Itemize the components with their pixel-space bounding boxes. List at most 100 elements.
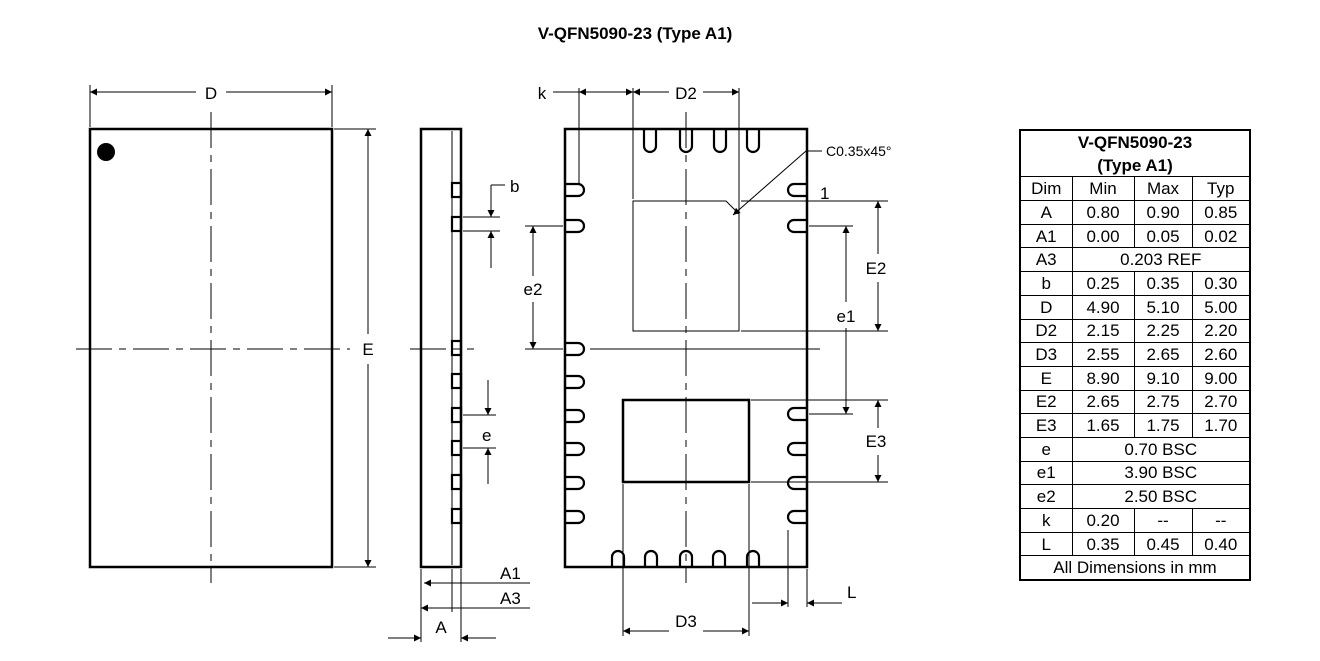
cell-dim: E [1019, 365, 1073, 391]
cell-span-value: 0.203 REF [1071, 247, 1251, 273]
dim-label-D2: D2 [675, 84, 697, 103]
cell-dim: A3 [1019, 247, 1073, 273]
cell-min: 2.15 [1071, 318, 1135, 344]
cell-typ: 0.40 [1191, 531, 1251, 557]
cell-min: 0.35 [1071, 531, 1135, 557]
table-title: V-QFN5090-23 [1019, 129, 1251, 154]
dim-label-D3: D3 [675, 612, 697, 631]
dim-label-D: D [205, 84, 217, 103]
cell-max: 9.10 [1133, 365, 1193, 391]
cell-min: 2.55 [1071, 342, 1135, 367]
cell-max: 0.90 [1133, 200, 1193, 225]
dim-label-e: e [482, 426, 491, 445]
dim-label-E: E [362, 340, 373, 359]
dim-label-k: k [538, 84, 547, 103]
bottom-view-pins [565, 129, 807, 567]
top-view: D E [76, 84, 376, 583]
cell-min: 0.20 [1071, 508, 1135, 533]
cell-typ: 2.70 [1191, 389, 1251, 415]
side-view: b e A1 A3 A [388, 127, 530, 642]
cell-span-value: 2.50 BSC [1071, 484, 1251, 509]
header-max: Max [1133, 176, 1193, 202]
cell-dim: E2 [1019, 389, 1073, 415]
cell-min: 4.90 [1071, 294, 1135, 320]
cell-min: 0.80 [1071, 200, 1135, 225]
dim-label-e1: e1 [837, 307, 856, 326]
cell-min: 0.25 [1071, 271, 1135, 296]
cell-dim: E3 [1019, 413, 1073, 438]
cell-typ: -- [1191, 508, 1251, 533]
cell-max: 0.05 [1133, 223, 1193, 249]
cell-typ: 0.02 [1191, 223, 1251, 249]
cell-max: 5.10 [1133, 294, 1193, 320]
side-view-body [419, 127, 463, 569]
cell-dim: A [1019, 200, 1073, 225]
header-typ: Typ [1191, 176, 1251, 202]
cell-dim: L [1019, 531, 1073, 557]
cell-typ: 2.20 [1191, 318, 1251, 344]
cell-dim: e [1019, 436, 1073, 462]
pin1-label: 1 [820, 184, 829, 203]
dim-label-b: b [510, 177, 519, 196]
cell-dim: D2 [1019, 318, 1073, 344]
cell-dim: k [1019, 508, 1073, 533]
cell-min: 0.00 [1071, 223, 1135, 249]
cell-min: 1.65 [1071, 413, 1135, 438]
cell-span-value: 3.90 BSC [1071, 460, 1251, 486]
cell-dim: e1 [1019, 460, 1073, 486]
dim-label-E3: E3 [866, 432, 887, 451]
cell-max: -- [1133, 508, 1193, 533]
cell-typ: 1.70 [1191, 413, 1251, 438]
chamfer-callout: C0.35x45° [826, 143, 892, 159]
dim-label-E2: E2 [866, 259, 887, 278]
table-footer: All Dimensions in mm [1019, 555, 1251, 581]
header-min: Min [1071, 176, 1135, 202]
cell-dim: D [1019, 294, 1073, 320]
cell-dim: D3 [1019, 342, 1073, 367]
cell-span-value: 0.70 BSC [1071, 436, 1251, 462]
cell-max: 0.35 [1133, 271, 1193, 296]
cell-typ: 2.60 [1191, 342, 1251, 367]
cell-typ: 5.00 [1191, 294, 1251, 320]
exposed-pad-e2 [632, 200, 740, 332]
cell-typ: 9.00 [1191, 365, 1251, 391]
dim-label-A3: A3 [500, 589, 521, 608]
header-dim: Dim [1019, 176, 1073, 202]
drawing-title: V-QFN5090-23 (Type A1) [537, 24, 733, 43]
table-subtitle: (Type A1) [1019, 153, 1251, 178]
dim-label-L: L [847, 583, 856, 602]
cell-max: 1.75 [1133, 413, 1193, 438]
pin1-dot-marker [97, 143, 115, 161]
cell-max: 2.75 [1133, 389, 1193, 415]
cell-typ: 0.85 [1191, 200, 1251, 225]
table-header-row: Dim Min Max Typ [1019, 176, 1251, 202]
dimension-table: V-QFN5090-23 (Type A1) Dim Min Max Typ A… [1019, 129, 1251, 582]
dim-label-e2: e2 [524, 280, 543, 299]
dim-label-A1: A1 [500, 564, 521, 583]
bottom-view: k D2 C0.35x45° 1 E2 e1 E3 e2 [524, 84, 892, 636]
side-view-leads [450, 181, 463, 525]
cell-max: 2.25 [1133, 318, 1193, 344]
cell-max: 2.65 [1133, 342, 1193, 367]
cell-max: 0.45 [1133, 531, 1193, 557]
exposed-pad-e3 [621, 398, 751, 484]
cell-dim: b [1019, 271, 1073, 296]
cell-dim: e2 [1019, 484, 1073, 509]
cell-typ: 0.30 [1191, 271, 1251, 296]
